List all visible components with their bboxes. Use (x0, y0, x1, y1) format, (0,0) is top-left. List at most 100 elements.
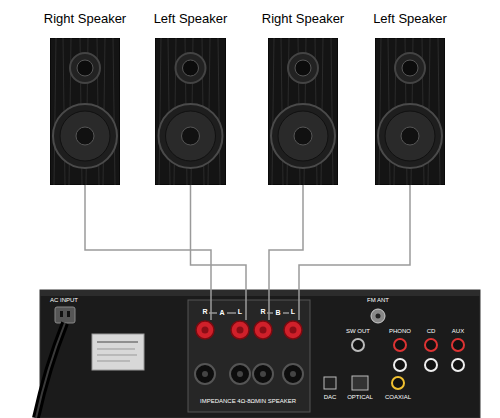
speaker-drawing (50, 38, 120, 185)
woofer-cone (166, 111, 216, 161)
rca-jack (352, 339, 364, 351)
amplifier-top-edge (40, 290, 480, 296)
wood-grain (54, 38, 56, 185)
dust-cap (76, 127, 94, 145)
red-post (254, 321, 272, 339)
speaker-cabinet: Left Speaker (375, 38, 445, 185)
tweeter-dome (295, 60, 311, 76)
dust-cap (294, 127, 312, 145)
post-hole (202, 327, 209, 334)
port-label: CD (427, 328, 436, 334)
cabinet (155, 38, 226, 185)
cabinet (50, 38, 120, 185)
tweeter-ring (395, 53, 425, 83)
channel-label: A (219, 309, 224, 316)
fm-jack-hole (376, 314, 381, 319)
sticker-line (97, 349, 135, 350)
tweeter-dome (77, 60, 93, 76)
terminal-drawing (230, 320, 250, 340)
terminal-label: R (260, 308, 265, 315)
coaxial-port (392, 377, 404, 389)
port-label: COAXIAL (385, 394, 411, 400)
terminal-label: R (202, 308, 207, 315)
terminal-drawing (283, 320, 303, 340)
post-hole (260, 327, 267, 334)
tweeter-ring (70, 53, 100, 83)
black-post (253, 364, 273, 384)
fm-jack (371, 309, 385, 323)
speaker-cabinet: Right Speaker (268, 38, 338, 185)
terminal-dash (209, 313, 217, 314)
sticker-line (97, 355, 137, 356)
rca-jack (394, 339, 406, 351)
ac-pin (67, 311, 70, 317)
amplifier-body (40, 290, 480, 418)
post-hole (202, 371, 208, 377)
panel-label: IMPEDANCE 4Ω-8ΩMIN SPEAKER (200, 398, 296, 404)
terminal-label: L (238, 308, 242, 315)
speaker-wire (269, 185, 303, 320)
wood-grain (113, 38, 115, 185)
woofer-cone (60, 111, 110, 161)
dust-cap (401, 127, 419, 145)
terminal-dash (267, 313, 273, 314)
optical-port (352, 376, 368, 390)
speaker-drawing (268, 38, 338, 185)
cabinet (375, 38, 445, 185)
terminal-dash (283, 313, 289, 314)
wood-grain (272, 38, 274, 185)
port-label: SW OUT (346, 328, 370, 334)
wood-grain (159, 38, 161, 185)
wood-grain (218, 38, 220, 185)
rca-jack (394, 359, 406, 371)
red-post (231, 321, 249, 339)
speaker-wire (85, 185, 211, 320)
ac-pin (60, 311, 63, 317)
sticker-line (97, 341, 138, 343)
port-label: AUX (452, 328, 464, 334)
woofer-surround (378, 104, 442, 168)
terminal-dash (227, 313, 236, 314)
wood-grain (379, 38, 381, 185)
speaker-wire (191, 185, 247, 320)
power-cord (36, 323, 65, 418)
cabinet (268, 38, 338, 185)
terminal-drawing (253, 320, 273, 340)
rca-jack (452, 339, 464, 351)
terminal-label: L (291, 308, 295, 315)
ac-socket (55, 307, 75, 323)
amplifier-panel: IMPEDANCE 4Ω-8ΩMIN SPEAKERRLRL (40, 290, 480, 418)
tweeter-dome (402, 60, 418, 76)
tweeter-ring (288, 53, 318, 83)
speaker-drawing (375, 38, 445, 185)
tweeter-dome (183, 60, 199, 76)
speaker-cabinet: Right Speaker (50, 38, 120, 185)
wood-grain (331, 38, 333, 185)
black-post (195, 364, 215, 384)
usb-port (324, 377, 336, 389)
rca-jack (452, 359, 464, 371)
woofer-surround (159, 104, 223, 168)
channel-label: B (275, 309, 280, 316)
speaker-terminal: L (230, 320, 250, 340)
speaker-cabinet: Left Speaker (155, 38, 226, 185)
spec-sticker (92, 334, 144, 370)
speaker-label: Right Speaker (44, 12, 126, 25)
speaker-terminal: R (253, 320, 273, 340)
terminal-drawing (195, 320, 215, 340)
speaker-terminal: L (283, 320, 303, 340)
wood-grain (438, 38, 440, 185)
port-label: FM ANT (367, 297, 389, 303)
woofer-cone (278, 111, 328, 161)
speaker-terminal: R (195, 320, 215, 340)
rca-jack (425, 339, 437, 351)
speaker-wire (299, 185, 410, 320)
terminal-plate (188, 300, 310, 412)
red-post (284, 321, 302, 339)
rca-jack (425, 359, 437, 371)
post-hole (290, 371, 296, 377)
woofer-surround (53, 104, 117, 168)
port-label: OPTICAL (347, 394, 373, 400)
post-hole (237, 371, 243, 377)
